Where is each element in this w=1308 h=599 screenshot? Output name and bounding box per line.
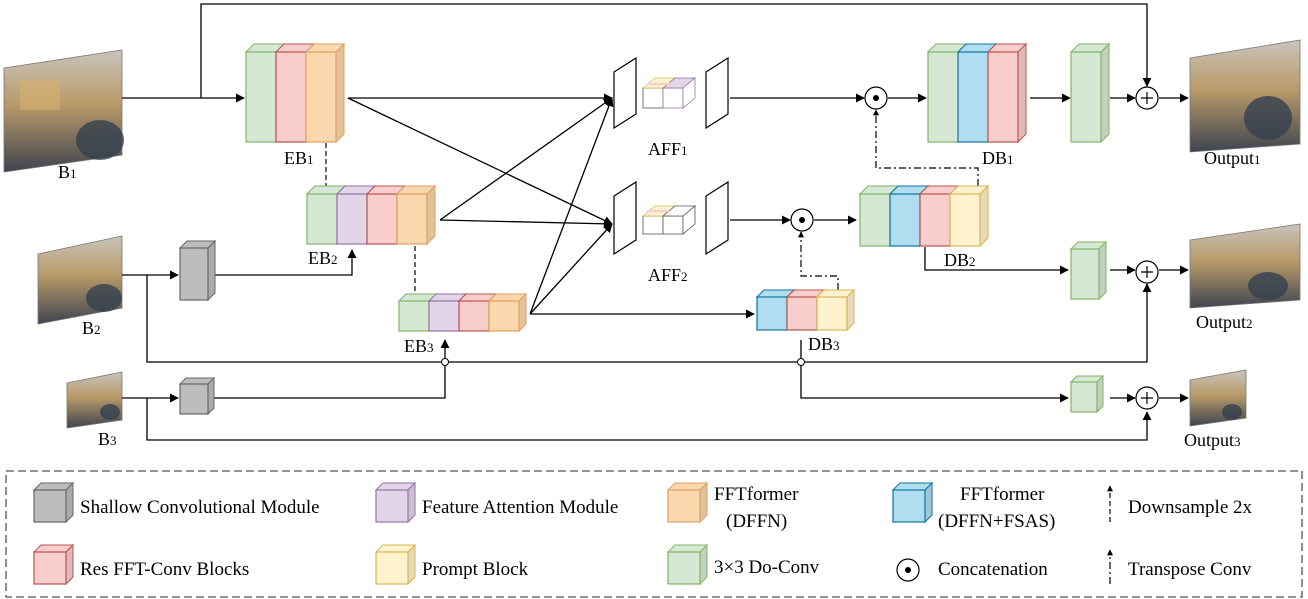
concat-node-1: [864, 86, 888, 110]
legend-fftformer2-label-1: FFTformer: [960, 484, 1045, 505]
input-image-b1: [3, 49, 124, 173]
block-stacks: [178, 42, 1111, 416]
legend-resfft-icon: [32, 543, 75, 586]
legend-box: [5, 470, 1303, 598]
eb1-orange-block: [304, 42, 346, 144]
label-b2: B2: [82, 318, 101, 338]
label-aff2: AFF2: [648, 265, 688, 285]
legend-concat-label: Concatenation: [938, 559, 1048, 580]
legend-fftformer2-label-2: (DFFN+FSAS): [938, 511, 1055, 532]
legend-resfft-label: Res FFT-Conv Blocks: [80, 559, 249, 580]
label-eb3: EB3: [404, 336, 434, 356]
plus-node-3: [1135, 386, 1159, 410]
connections: [122, 3, 1189, 441]
legend-attention-label: Feature Attention Module: [422, 497, 618, 518]
label-b3: B3: [98, 429, 117, 449]
input-image-b2: [37, 235, 123, 325]
out3-conv-block: [1069, 374, 1105, 414]
output-image-3: [1189, 369, 1247, 427]
legend-concat-icon: [896, 558, 920, 582]
out1-conv-block: [1069, 42, 1111, 144]
shallow-module-2: [178, 239, 217, 302]
db3-yellow-block: [815, 288, 856, 332]
eb3-green-block: [397, 292, 438, 333]
db1-pink-block: [986, 42, 1028, 144]
db1-blue-block: [956, 42, 998, 144]
legend-icons: [32, 481, 934, 586]
legend-downsample-label: Downsample 2x: [1128, 497, 1253, 518]
label-eb2: EB2: [308, 248, 338, 268]
legend-transpose-label: Transpose Conv: [1128, 559, 1252, 580]
shallow-module-3: [178, 376, 216, 416]
output-image-1: [1189, 39, 1301, 153]
eb2-orange-block: [395, 184, 437, 246]
output-image-2: [1189, 223, 1301, 309]
plus-node-2: [1135, 260, 1159, 284]
legend-prompt-icon: [374, 543, 417, 586]
input-image-b3: [66, 371, 123, 429]
eb3-orange-block: [487, 292, 528, 333]
label-output1: Output1: [1204, 148, 1261, 168]
out2-conv-block: [1069, 240, 1108, 301]
label-output2: Output2: [1196, 312, 1253, 332]
legend-doconv-icon: [666, 543, 709, 586]
legend-fftformer2-icon: [891, 481, 934, 524]
legend-fftformer-icon: [666, 481, 709, 524]
concat-node-2: [790, 208, 814, 232]
label-aff1: AFF1: [648, 139, 688, 159]
label-db3: DB3: [808, 334, 840, 354]
legend-doconv-label: 3×3 Do-Conv: [714, 557, 820, 578]
legend-fftformer-label-1: FFTformer: [714, 484, 799, 505]
aff2-module: [613, 180, 729, 256]
label-db1: DB1: [982, 148, 1014, 168]
label-output3: Output3: [1184, 430, 1241, 450]
db2-yellow-block: [948, 184, 990, 248]
plus-node-1: [1135, 86, 1159, 110]
aff1-module: [613, 56, 729, 130]
label-b1: B1: [58, 162, 77, 182]
legend-shallow-icon: [32, 481, 75, 524]
legend-attention-icon: [374, 481, 417, 524]
legend-shallow-label: Shallow Convolutional Module: [80, 497, 320, 518]
label-db2: DB2: [944, 250, 976, 270]
label-eb1: EB1: [284, 148, 314, 168]
legend-prompt-label: Prompt Block: [422, 559, 529, 580]
legend-fftformer-label-2: (DFFN): [726, 511, 787, 532]
